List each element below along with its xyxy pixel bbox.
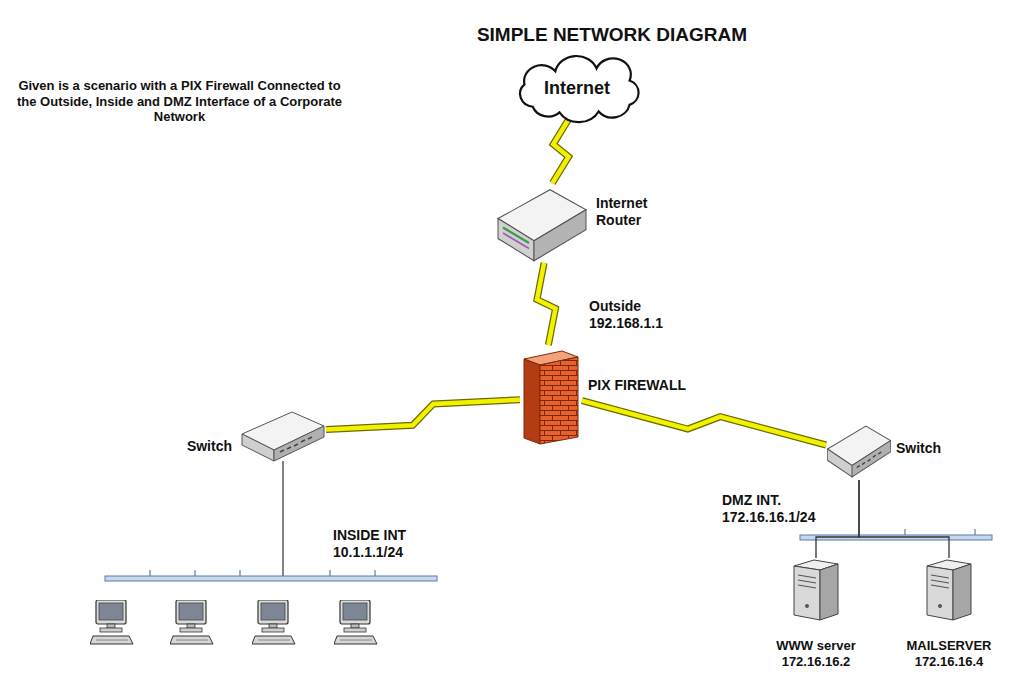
lan-link xyxy=(859,480,949,558)
device-label: Internet Router xyxy=(596,195,647,229)
server-shape xyxy=(820,564,838,620)
router-shape xyxy=(534,210,586,261)
wan-link xyxy=(552,118,569,183)
server-icon xyxy=(792,558,840,622)
bus-tick xyxy=(239,570,240,576)
switch-icon xyxy=(240,408,326,464)
wan-link xyxy=(326,400,520,430)
router-shape xyxy=(503,233,529,249)
firewall-icon xyxy=(520,345,582,445)
server-shape xyxy=(927,566,953,620)
server-shape xyxy=(953,564,971,620)
lan-drop-line xyxy=(282,461,283,576)
router-icon xyxy=(494,183,590,263)
switch-shape xyxy=(857,452,882,468)
switch-icon xyxy=(826,422,892,480)
bolt-fill xyxy=(552,118,569,183)
interface-label: INSIDE INT 10.1.1.1/24 xyxy=(333,527,433,561)
bolt-outline xyxy=(537,263,555,345)
cloud-label: Internet xyxy=(544,78,610,100)
workstation-icon xyxy=(252,600,295,644)
cloud-shape xyxy=(520,56,639,122)
bus-tick xyxy=(149,570,150,576)
bus-tick xyxy=(904,529,905,535)
firewall-node: PIX FIREWALL xyxy=(520,345,582,445)
bolt-outline xyxy=(326,400,520,430)
firewall-shape xyxy=(540,357,578,444)
switch-shape xyxy=(280,437,312,452)
lan-link-line xyxy=(859,480,949,558)
device-label: Switch xyxy=(187,438,232,455)
bolt-fill xyxy=(537,263,555,345)
bolt-fill xyxy=(582,401,826,445)
wan-link xyxy=(537,263,555,345)
bolt-fill xyxy=(326,400,520,430)
device-label: MAILSERVER 172.16.16.4 xyxy=(899,638,999,669)
internet-cloud: Internet xyxy=(508,60,646,118)
router-shape xyxy=(498,219,534,261)
server-shape xyxy=(805,604,809,608)
bus-ticks xyxy=(150,570,375,576)
lan-link-line xyxy=(816,480,859,558)
scenario-note: Given is a scenario with a PIX Firewall … xyxy=(12,78,347,125)
inside-lan-bus xyxy=(105,576,437,581)
workstation-icon xyxy=(90,600,133,644)
workstation-icon xyxy=(170,600,213,644)
switch-node: Switch xyxy=(240,408,326,464)
bus-tick xyxy=(194,570,195,576)
switch-shape xyxy=(242,434,274,461)
bus-tick xyxy=(974,529,975,535)
switch-node: Switch xyxy=(826,422,892,480)
wan-link xyxy=(582,401,826,445)
diagram-title: SIMPLE NETWORK DIAGRAM xyxy=(477,24,747,47)
server-node: MAILSERVER 172.16.16.4 xyxy=(925,558,973,622)
server-shape xyxy=(794,566,820,620)
server-icon xyxy=(925,558,973,622)
lan-link xyxy=(816,480,859,558)
switch-shape xyxy=(274,426,324,461)
server-shape xyxy=(798,575,816,588)
firewall-shape xyxy=(524,359,540,444)
interface-label: DMZ INT. 172.16.16.1/24 xyxy=(722,492,840,526)
link-label: Outside 192.168.1.1 xyxy=(588,298,664,332)
bolt-outline xyxy=(582,401,826,445)
router-node: Internet Router xyxy=(494,183,590,263)
device-label: PIX FIREWALL xyxy=(588,377,686,394)
server-node: WWW server 172.16.16.2 xyxy=(792,558,840,622)
bus-tick xyxy=(374,570,375,576)
bus-tick xyxy=(329,570,330,576)
workstation-icon xyxy=(334,600,377,644)
switch-shape xyxy=(828,449,853,477)
server-shape xyxy=(938,604,942,608)
bolt-outline xyxy=(552,118,569,183)
network-art xyxy=(90,461,992,644)
server-shape xyxy=(931,575,949,588)
device-label: Switch xyxy=(896,440,941,457)
bus-ticks xyxy=(905,529,975,535)
device-label: WWW server 172.16.16.2 xyxy=(761,638,871,669)
switch-shape xyxy=(852,441,890,477)
